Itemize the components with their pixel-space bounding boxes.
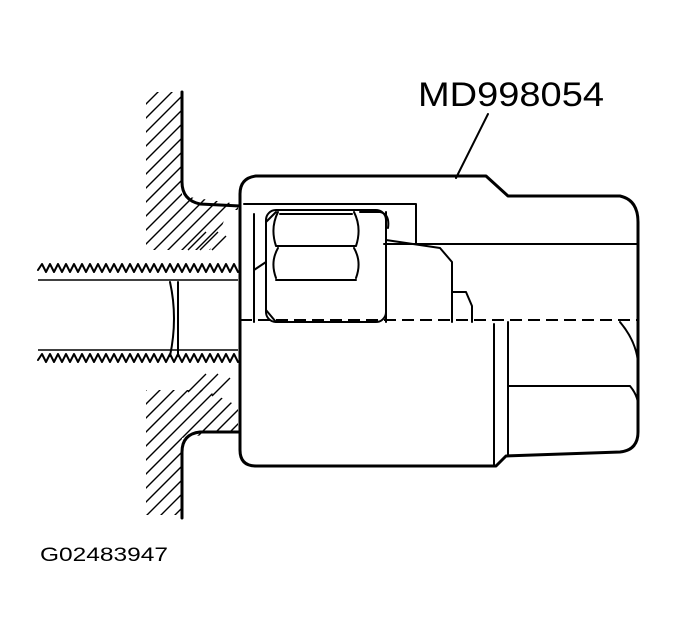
upper-wall-outline [180, 90, 242, 208]
upper-wall-hatch [146, 92, 238, 250]
nut-washer-edge [359, 211, 390, 323]
figure-id-label: G02483947 [40, 545, 168, 566]
threaded-stud [37, 231, 239, 397]
socket-outline [238, 174, 640, 468]
stud-upper-thread [37, 263, 239, 273]
stud-thread-hatch [187, 231, 231, 397]
nut-contact [253, 213, 267, 323]
nut-flats [272, 211, 360, 281]
tool-part-number-label: MD998054 [418, 76, 604, 114]
socket-tool [238, 174, 640, 468]
socket-hex-recess [243, 203, 417, 245]
nut-side-face [265, 211, 277, 323]
nut-washer [385, 239, 473, 323]
stud-neck [169, 281, 179, 357]
lower-wall-outline [180, 430, 242, 520]
socket-drive-head [507, 321, 640, 457]
label-leader-line [455, 113, 489, 179]
housing-wall [146, 90, 242, 520]
stud-lower-thread [37, 353, 239, 363]
nut-body [265, 209, 387, 323]
hex-nut [253, 209, 473, 323]
